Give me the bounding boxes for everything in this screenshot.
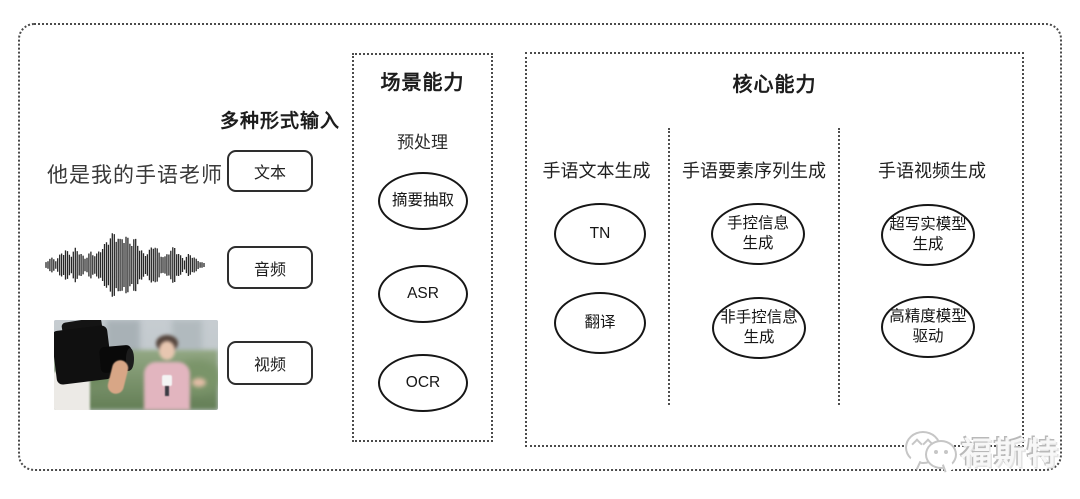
node-translation: 翻译 xyxy=(554,292,646,354)
core-capability-title: 核心能力 xyxy=(732,74,817,96)
bubble-eye-dot xyxy=(944,449,948,454)
input-type-audio: 音频 xyxy=(227,246,313,289)
watermark-text: 福斯特 xyxy=(961,436,1060,471)
input-type-text: 文本 xyxy=(227,150,313,192)
node-high-precision-model-driving: 高精度模型 驱动 xyxy=(881,296,975,358)
node-ocr: OCR xyxy=(378,354,468,412)
scene-capability-title: 场景能力 xyxy=(380,72,465,94)
inputs-heading: 多种形式输入 xyxy=(219,111,340,132)
node-non-manual-info-generation-label: 非手控信息 生成 xyxy=(720,308,798,346)
scene-capability-box xyxy=(352,53,493,442)
input-type-audio-label: 音频 xyxy=(253,261,286,279)
node-translation-label: 翻译 xyxy=(584,313,616,331)
input-type-video-label: 视频 xyxy=(253,357,286,374)
preprocess-label: 预处理 xyxy=(397,133,448,152)
watermark: 福斯特 xyxy=(903,428,1060,473)
input-type-video: 视频 xyxy=(227,341,313,385)
sample-text: 他是我的手语老师 xyxy=(47,164,223,187)
node-non-manual-info-generation: 非手控信息 生成 xyxy=(712,297,806,359)
column-label-sl-element-sequence-generation: 手语要素序列生成 xyxy=(682,161,826,181)
reporter-microphone xyxy=(162,375,172,386)
bubble-eye-dot xyxy=(934,449,938,454)
node-hyperrealistic-model-generation: 超写实模型 生成 xyxy=(881,204,975,266)
node-hyperrealistic-model-generation-label: 超写实模型 生成 xyxy=(889,215,967,253)
reporter-face xyxy=(159,341,175,360)
node-summary-extraction-label: 摘要抽取 xyxy=(391,191,454,209)
column-label-sl-text-generation: 手语文本生成 xyxy=(542,161,651,181)
node-ocr-label: OCR xyxy=(405,373,441,391)
camera-lens-front xyxy=(126,348,134,370)
node-asr-label: ASR xyxy=(407,284,439,302)
column-divider xyxy=(668,128,670,405)
reporter-photo xyxy=(54,320,218,410)
input-type-text-label: 文本 xyxy=(253,165,286,182)
node-high-precision-model-driving-label: 高精度模型 驱动 xyxy=(889,307,967,345)
reporter-hand xyxy=(192,378,206,387)
node-tn-label: TN xyxy=(589,224,611,242)
column-label-sl-video-generation: 手语视频生成 xyxy=(878,161,986,181)
column-divider xyxy=(838,128,840,405)
audio-waveform xyxy=(44,230,206,300)
node-manual-info-generation: 手控信息 生成 xyxy=(711,203,805,265)
outer-dotted-frame xyxy=(18,23,1062,471)
node-manual-info-generation-label: 手控信息 生成 xyxy=(726,214,789,252)
core-capability-box xyxy=(525,52,1024,447)
node-summary-extraction: 摘要抽取 xyxy=(378,172,468,230)
wechat-bubbles-icon xyxy=(903,429,961,473)
node-tn: TN xyxy=(554,203,646,265)
microphone-stem xyxy=(165,386,169,396)
node-asr: ASR xyxy=(378,265,468,323)
